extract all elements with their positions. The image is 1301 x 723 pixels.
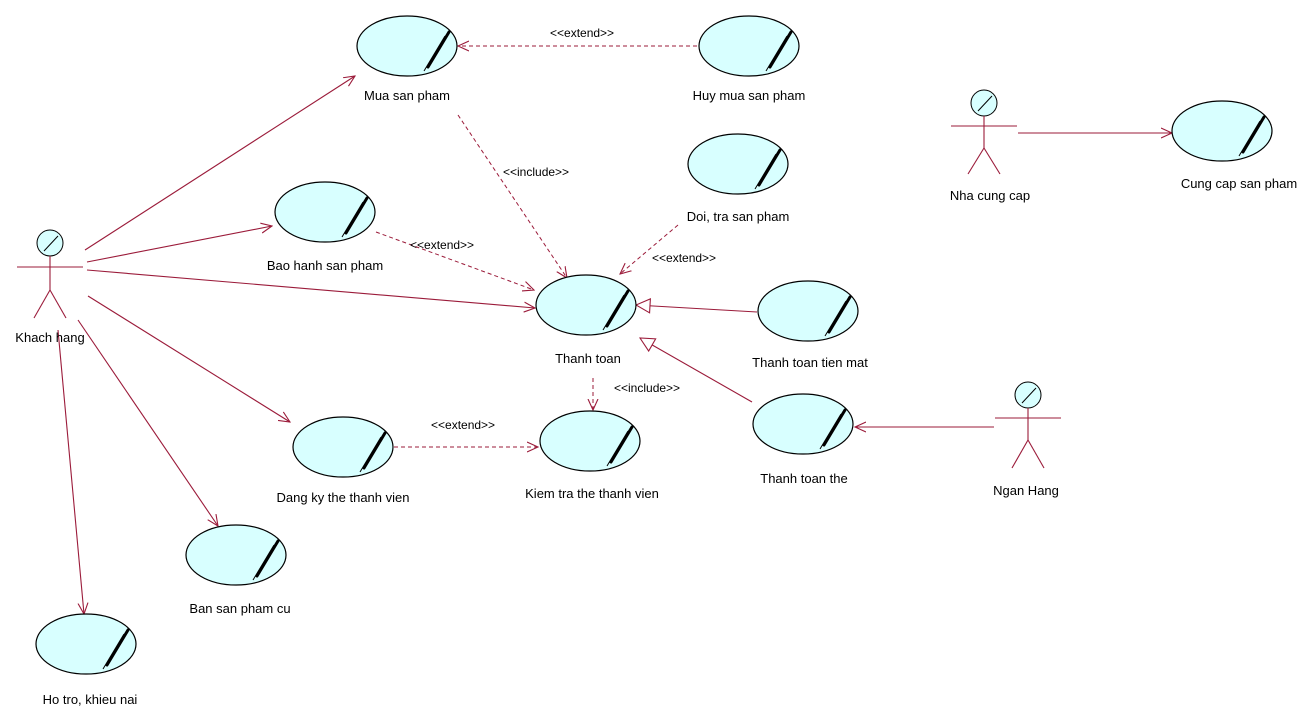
actor-label: Khach hang	[15, 330, 84, 345]
assoc-khach-hang-thanh-toan[interactable]	[86, 269, 535, 308]
use-case-dang-ky-the-thanh-vien[interactable]: Dang ky the thanh vien	[277, 416, 410, 505]
relationships	[57, 46, 1172, 614]
use-case-huy-mua-san-pham[interactable]: Huy mua san pham	[693, 15, 806, 103]
use-case-thanh-toan-tien-mat[interactable]: Thanh toan tien mat	[752, 280, 868, 370]
use-case-kiem-tra-the-thanh-vien[interactable]: Kiem tra the thanh vien	[525, 410, 659, 501]
use-case-thanh-toan-the[interactable]: Thanh toan the	[752, 393, 854, 486]
use-case-mua-san-pham[interactable]: Mua san pham	[356, 15, 458, 103]
use-case-label: Thanh toan	[555, 351, 621, 366]
use-case-ban-san-pham-cu[interactable]: Ban san pham cu	[185, 524, 291, 616]
stereotype-extend-doi-tra: <<extend>>	[652, 251, 716, 265]
use-case-cung-cap-san-pham[interactable]: Cung cap san pham	[1171, 100, 1297, 191]
use-case-label: Kiem tra the thanh vien	[525, 486, 659, 501]
dep-doi-tra-extend-thanh-toan[interactable]	[620, 224, 679, 274]
assoc-khach-hang-ho-tro[interactable]	[57, 329, 84, 614]
use-case-label: Mua san pham	[364, 88, 450, 103]
use-case-label: Thanh toan the	[760, 471, 847, 486]
stereotype-include-thanh-toan: <<include>>	[614, 381, 680, 395]
use-case-label: Thanh toan tien mat	[752, 355, 868, 370]
use-case-label: Cung cap san pham	[1181, 176, 1297, 191]
stereotype-include-mua: <<include>>	[503, 165, 569, 179]
assoc-khach-hang-ban-san-pham-cu[interactable]	[77, 319, 218, 526]
actor-nha-cung-cap[interactable]: Nha cung cap	[950, 89, 1030, 203]
stereotype-extend-bao-hanh: <<extend>>	[410, 238, 474, 252]
actor-label: Nha cung cap	[950, 188, 1030, 203]
use-case-label: Ban san pham cu	[189, 601, 290, 616]
use-case-label: Doi, tra san pham	[687, 209, 790, 224]
assoc-khach-hang-mua-san-pham[interactable]	[84, 76, 355, 251]
use-case-bao-hanh-san-pham[interactable]: Bao hanh san pham	[267, 181, 383, 273]
stereotype-extend-dang-ky: <<extend>>	[431, 418, 495, 432]
use-case-doi-tra-san-pham[interactable]: Doi, tra san pham	[687, 133, 790, 224]
actor-label: Ngan Hang	[993, 483, 1059, 498]
use-case-label: Dang ky the thanh vien	[277, 490, 410, 505]
use-case-thanh-toan[interactable]: Thanh toan	[535, 274, 637, 366]
stereotype-labels: <<extend>> <<include>> <<extend>> <<exte…	[410, 26, 716, 432]
generalization-the[interactable]	[640, 338, 753, 403]
dep-mua-include-thanh-toan[interactable]	[457, 114, 567, 278]
stereotype-extend-huy: <<extend>>	[550, 26, 614, 40]
generalization-tien-mat[interactable]	[636, 305, 758, 312]
use-case-label: Ho tro, khieu nai	[43, 692, 138, 707]
use-case-label: Bao hanh san pham	[267, 258, 383, 273]
actor-khach-hang[interactable]: Khach hang	[15, 229, 85, 345]
use-case-ho-tro-khieu-nai[interactable]: Ho tro, khieu nai	[35, 613, 138, 707]
assoc-khach-hang-bao-hanh[interactable]	[86, 226, 272, 263]
actor-ngan-hang[interactable]: Ngan Hang	[993, 381, 1061, 498]
use-case-label: Huy mua san pham	[693, 88, 806, 103]
assoc-khach-hang-dang-ky[interactable]	[87, 295, 290, 422]
dep-bao-hanh-extend-thanh-toan[interactable]	[375, 231, 534, 290]
